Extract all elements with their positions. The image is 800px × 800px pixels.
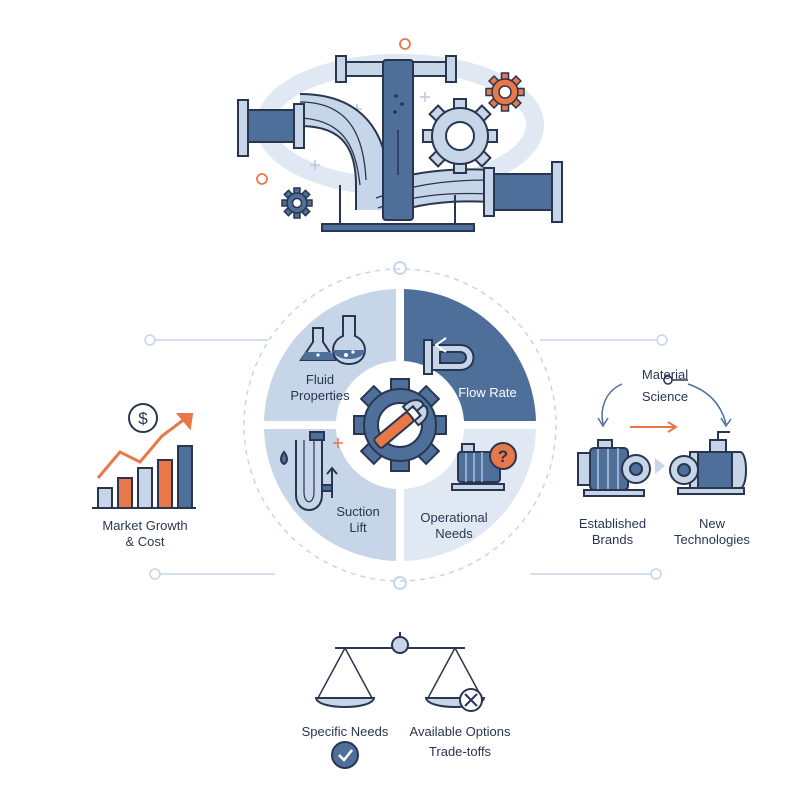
established-brands-line2: Brands bbox=[591, 532, 634, 547]
material-science-line2: Science bbox=[641, 389, 689, 404]
material-science-label: Material Science bbox=[625, 367, 705, 405]
established-pump-icon bbox=[577, 439, 651, 497]
fluid-properties-label: Fluid Properties bbox=[275, 372, 365, 404]
established-brands-label: Established Brands bbox=[565, 516, 660, 548]
question-mark-glyph: ? bbox=[498, 447, 508, 466]
fluid-properties-line1: Fluid bbox=[305, 372, 335, 387]
operational-needs-line1: Operational bbox=[420, 510, 488, 525]
small-gear-icon bbox=[281, 187, 313, 219]
new-technologies-line1: New bbox=[698, 516, 725, 531]
dollar-glyph: $ bbox=[138, 409, 148, 428]
suction-tube-icon bbox=[280, 431, 343, 511]
new-technology-pump-icon bbox=[669, 431, 747, 495]
balance-scale-icon bbox=[314, 632, 486, 769]
specific-needs-label: Specific Needs bbox=[301, 724, 389, 739]
material-science-line1: Material bbox=[641, 367, 689, 382]
connector-lines bbox=[144, 261, 668, 590]
gear-wrench-icon bbox=[353, 378, 447, 472]
flow-rate-label: Flow Rate bbox=[458, 385, 517, 400]
pipe-elbow-icon bbox=[423, 337, 475, 375]
market-growth-label: Market Growth & Cost bbox=[85, 518, 205, 550]
market-growth-line1: Market Growth bbox=[102, 518, 188, 533]
market-growth-chart-icon bbox=[92, 403, 196, 509]
pipe-assembly-illustration bbox=[237, 38, 563, 232]
available-options-label: Available Options bbox=[409, 724, 511, 739]
fluid-properties-line2: Properties bbox=[290, 388, 350, 403]
suction-lift-label: Suction Lift bbox=[318, 504, 398, 536]
new-technologies-label: New Technologies bbox=[662, 516, 762, 548]
orange-gear-icon bbox=[485, 72, 525, 112]
material-science-connector bbox=[597, 375, 732, 474]
flasks-icon bbox=[299, 315, 366, 366]
established-brands-line1: Established bbox=[578, 516, 647, 531]
suction-lift-line1: Suction bbox=[336, 504, 380, 519]
criteria-wheel: ? bbox=[264, 289, 536, 561]
trade-offs-label: Trade-toffs bbox=[428, 744, 492, 759]
operational-needs-label: Operational Needs bbox=[404, 510, 504, 542]
market-growth-line2: & Cost bbox=[125, 534, 165, 549]
suction-lift-line2: Lift bbox=[349, 520, 367, 535]
new-technologies-line2: Technologies bbox=[674, 532, 750, 547]
operational-needs-line2: Needs bbox=[435, 526, 473, 541]
pump-question-icon bbox=[451, 442, 517, 491]
large-gear-icon bbox=[422, 98, 498, 174]
